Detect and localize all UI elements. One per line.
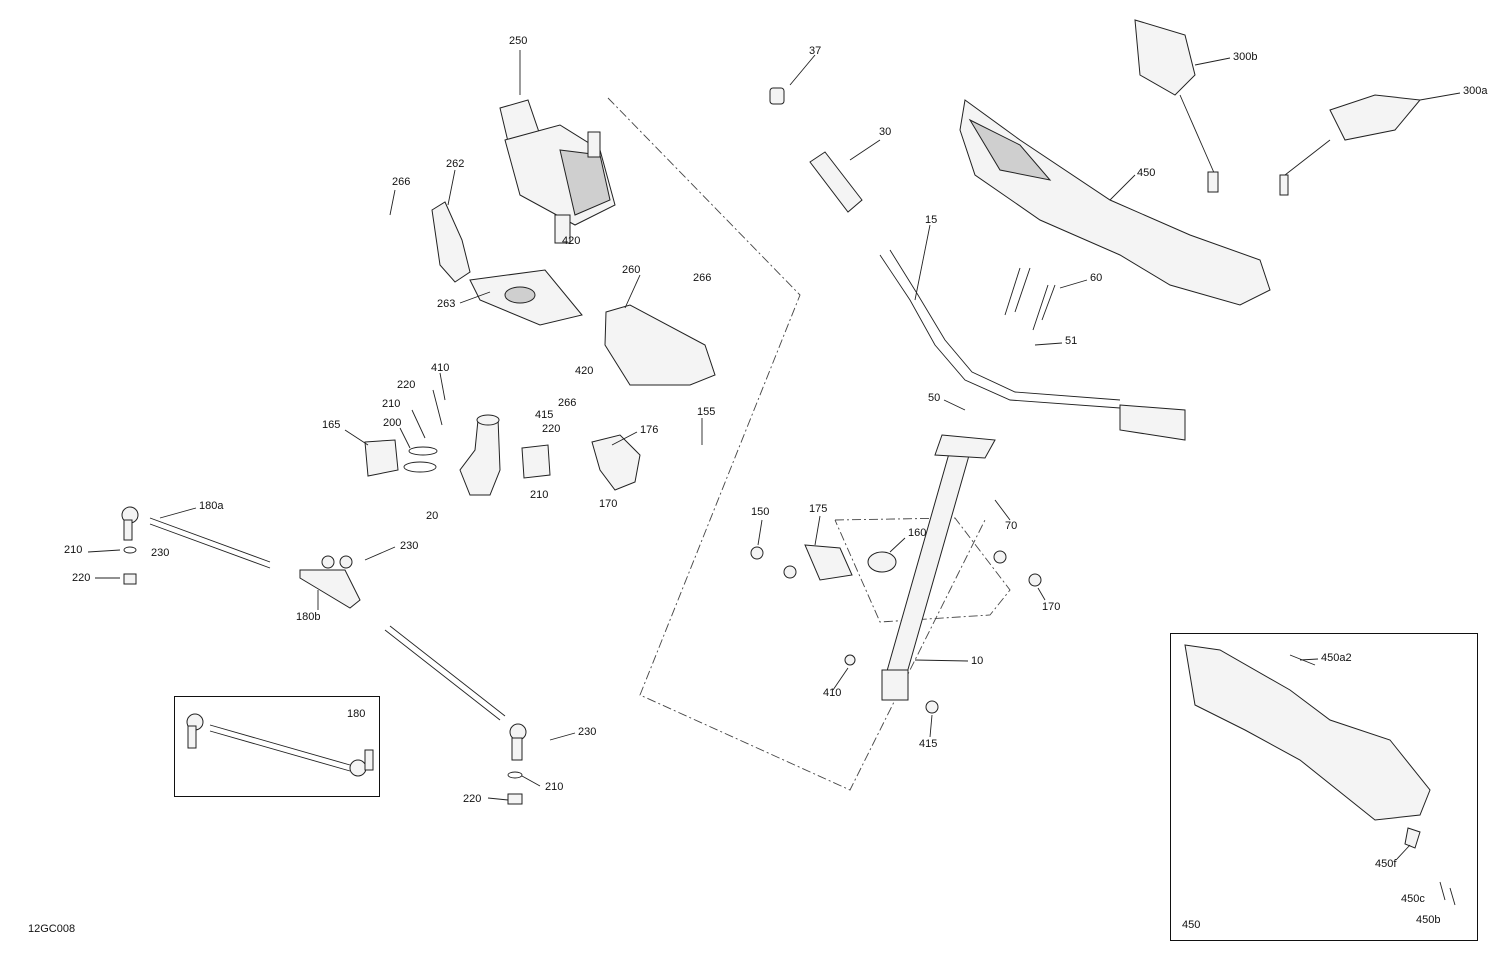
callout-230: 230 bbox=[400, 540, 419, 552]
callout-170: 170 bbox=[599, 498, 618, 510]
tie-rod-assembly bbox=[121, 506, 527, 805]
callout-266: 266 bbox=[693, 272, 712, 284]
callout-220: 220 bbox=[463, 793, 482, 805]
callout-210: 210 bbox=[64, 544, 83, 556]
callout-200: 200 bbox=[383, 417, 402, 429]
grip-30 bbox=[809, 151, 863, 213]
bar-end-37 bbox=[769, 87, 785, 105]
leader-lines bbox=[87, 50, 1461, 861]
callout-220: 220 bbox=[542, 423, 561, 435]
callout-266: 266 bbox=[558, 397, 577, 409]
handlebar-15 bbox=[879, 249, 1121, 409]
drawing-code: 12GC008 bbox=[28, 923, 76, 935]
callout-70: 70 bbox=[1005, 520, 1018, 532]
callout-300b: 300b bbox=[1233, 51, 1258, 63]
callout-420: 420 bbox=[575, 365, 594, 377]
inset-box-tie-rod bbox=[174, 696, 380, 797]
callout-15: 15 bbox=[925, 214, 938, 226]
callout-150: 150 bbox=[751, 506, 770, 518]
callout-210: 210 bbox=[530, 489, 549, 501]
callout-175: 175 bbox=[809, 503, 828, 515]
callout-176: 176 bbox=[640, 424, 659, 436]
callout-220: 220 bbox=[397, 379, 416, 391]
callout-260: 260 bbox=[622, 264, 641, 276]
tie-rod-inset bbox=[186, 713, 374, 777]
callout-30: 30 bbox=[879, 126, 892, 138]
callout-165: 165 bbox=[322, 419, 341, 431]
callout-20: 20 bbox=[426, 510, 439, 522]
bracket-260 bbox=[604, 304, 716, 386]
callout-410: 410 bbox=[431, 362, 450, 374]
callout-51: 51 bbox=[1065, 335, 1078, 347]
callout-266: 266 bbox=[392, 176, 411, 188]
mirror-300b bbox=[1134, 19, 1219, 193]
callout-60: 60 bbox=[1090, 272, 1103, 284]
callout-450c: 450c bbox=[1401, 893, 1425, 905]
callout-415: 415 bbox=[535, 409, 554, 421]
hand-guard-450 bbox=[959, 99, 1271, 306]
callout-230: 230 bbox=[578, 726, 597, 738]
steering-column-10 bbox=[884, 449, 971, 681]
callout-450b: 450b bbox=[1416, 914, 1441, 926]
callout-50: 50 bbox=[928, 392, 941, 404]
callout-300a: 300a bbox=[1463, 85, 1488, 97]
clamp-176 bbox=[591, 434, 641, 491]
callout-210: 210 bbox=[545, 781, 564, 793]
steering-group-outline bbox=[607, 97, 986, 791]
grip-right bbox=[1119, 404, 1186, 441]
callout-450-inset: 450 bbox=[1182, 919, 1201, 931]
callout-420: 420 bbox=[562, 235, 581, 247]
hand-guard-inset bbox=[1184, 644, 1456, 906]
callout-10: 10 bbox=[971, 655, 984, 667]
callout-37: 37 bbox=[809, 45, 822, 57]
callout-250: 250 bbox=[509, 35, 528, 47]
bushing-160 bbox=[867, 551, 897, 573]
callout-450: 450 bbox=[1137, 167, 1156, 179]
column-clamp-group-outline bbox=[834, 517, 1011, 623]
power-steering-unit bbox=[499, 99, 616, 244]
clamp-175 bbox=[804, 544, 853, 581]
bracket-262 bbox=[431, 201, 471, 283]
callout-160: 160 bbox=[908, 527, 927, 539]
callout-220: 220 bbox=[72, 572, 91, 584]
callout-262: 262 bbox=[446, 158, 465, 170]
steering-column-housing bbox=[459, 417, 501, 496]
callout-263: 263 bbox=[437, 298, 456, 310]
callout-450a2: 450a2 bbox=[1321, 652, 1352, 664]
callout-170: 170 bbox=[1042, 601, 1061, 613]
bushing-165 bbox=[364, 439, 399, 477]
inset-box-hand-guard bbox=[1170, 633, 1478, 941]
callout-180a: 180a bbox=[199, 500, 224, 512]
callout-155: 155 bbox=[697, 406, 716, 418]
callout-180b: 180b bbox=[296, 611, 321, 623]
callout-180: 180 bbox=[347, 708, 366, 720]
callout-415: 415 bbox=[919, 738, 938, 750]
callout-230: 230 bbox=[151, 547, 170, 559]
callout-210: 210 bbox=[382, 398, 401, 410]
callout-410: 410 bbox=[823, 687, 842, 699]
callout-450f: 450f bbox=[1375, 858, 1397, 870]
mirror-300a bbox=[1279, 94, 1421, 196]
